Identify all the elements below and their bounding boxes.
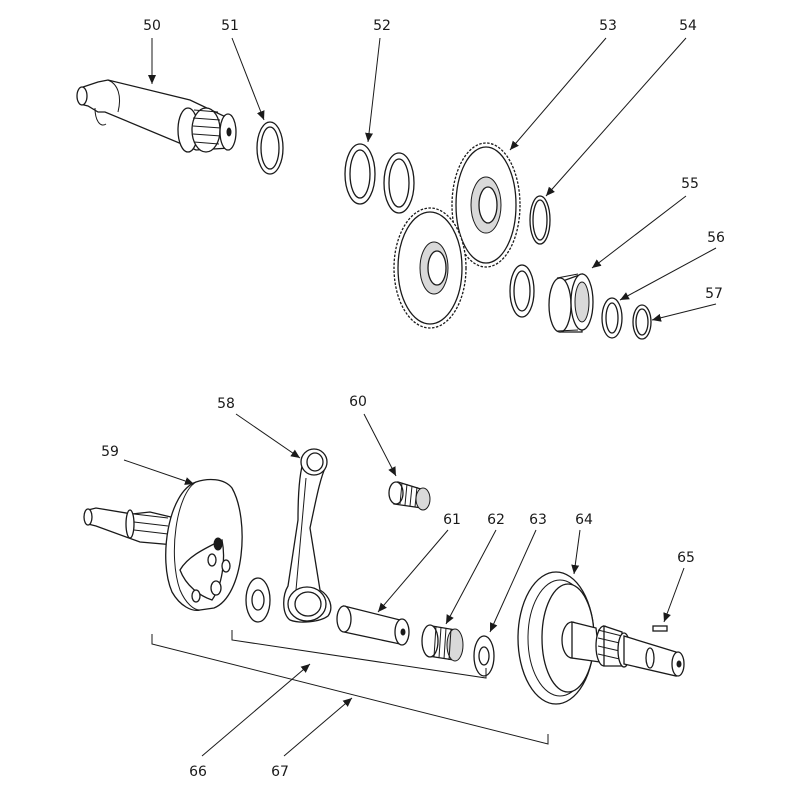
leader-60 <box>363 413 397 477</box>
part-61-crank-pin <box>336 605 410 646</box>
part-64-crank-half <box>517 571 685 705</box>
part-60-needle-bearing <box>388 481 431 511</box>
leader-51 <box>231 37 265 121</box>
callout-52: 52 <box>373 18 391 34</box>
leader-lines <box>123 37 717 757</box>
part-58-connecting-rod <box>283 448 332 623</box>
leader-64 <box>571 529 581 575</box>
callout-66: 66 <box>189 764 207 780</box>
leader-57 <box>651 303 717 322</box>
part-63-washer <box>473 635 495 677</box>
leader-58 <box>235 413 301 459</box>
callout-63: 63 <box>529 512 547 528</box>
callout-59: 59 <box>101 444 119 460</box>
part-56-washer <box>601 297 623 339</box>
part-50-splined-shaft <box>76 79 237 153</box>
part-53-gear-pair <box>393 142 521 329</box>
callout-64: 64 <box>575 512 593 528</box>
leader-55 <box>591 195 687 269</box>
callout-62: 62 <box>487 512 505 528</box>
callout-61: 61 <box>443 512 461 528</box>
leader-54 <box>545 37 687 197</box>
bracket-67 <box>151 634 549 745</box>
crank-washer <box>245 577 271 623</box>
callout-67: 67 <box>271 764 289 780</box>
callout-57: 57 <box>705 286 723 302</box>
callout-58: 58 <box>217 396 235 412</box>
callout-51: 51 <box>221 18 239 34</box>
part-57-washer <box>632 304 652 340</box>
callout-55: 55 <box>681 176 699 192</box>
part-62-needle-bearing <box>421 624 464 662</box>
leader-53 <box>509 37 607 151</box>
bracket-66 <box>231 630 487 679</box>
callout-54: 54 <box>679 18 697 34</box>
leader-61 <box>377 529 449 613</box>
callout-65: 65 <box>677 550 695 566</box>
leader-63 <box>489 529 537 633</box>
callout-50: 50 <box>143 18 161 34</box>
callout-labels: 50 51 52 53 54 55 56 57 58 59 60 61 62 6… <box>101 18 725 780</box>
leader-52 <box>365 37 381 143</box>
leader-62 <box>445 529 497 625</box>
part-52-washers <box>344 143 415 214</box>
part-59-crank-half <box>83 478 243 612</box>
part-55-bearing <box>509 264 594 333</box>
leader-56 <box>619 247 717 301</box>
part-65-key <box>652 625 668 632</box>
leader-59 <box>123 459 195 485</box>
leader-65 <box>663 567 685 623</box>
part-51-washer <box>256 121 284 175</box>
leader-67 <box>283 697 353 757</box>
leader-66 <box>201 663 311 757</box>
callout-60: 60 <box>349 394 367 410</box>
callout-53: 53 <box>599 18 617 34</box>
callout-56: 56 <box>707 230 725 246</box>
part-54-circlip <box>529 195 551 245</box>
